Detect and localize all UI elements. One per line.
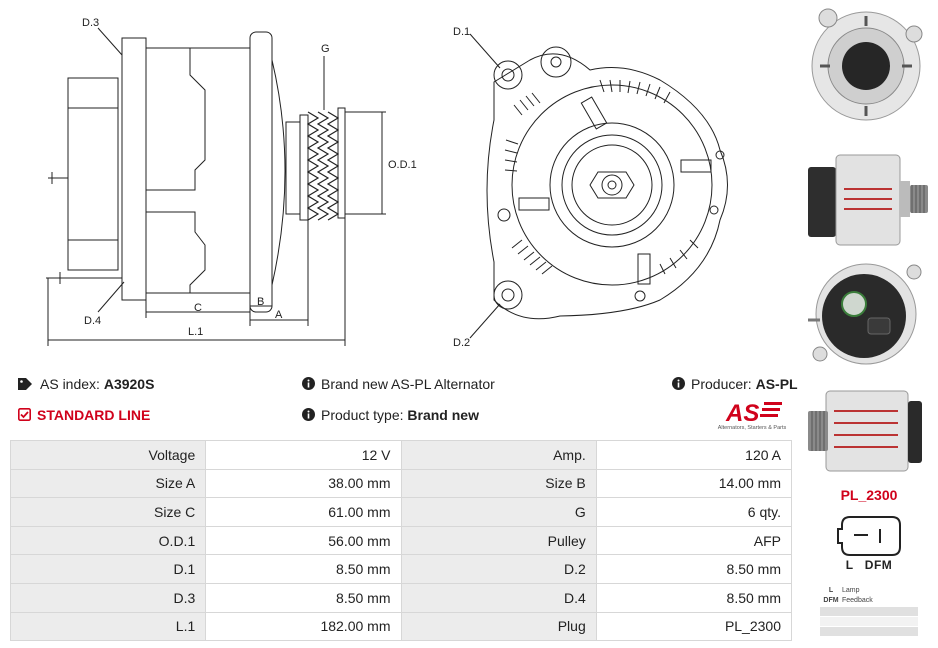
info-circle-icon xyxy=(302,377,315,393)
producer-label: Producer: xyxy=(691,376,752,392)
legend-row-empty xyxy=(820,627,918,637)
producer-value: AS-PL xyxy=(755,376,798,392)
tag-icon xyxy=(18,377,34,393)
description-text: Brand new AS-PL Alternator xyxy=(321,376,495,392)
spec-label: Voltage xyxy=(9,440,207,470)
spec-value: 8.50 mm xyxy=(205,554,402,584)
spec-value: PL_2300 xyxy=(595,611,793,642)
spec-label: O.D.1 xyxy=(9,525,207,556)
g-label: G xyxy=(321,43,330,55)
spec-label: D.4 xyxy=(400,582,597,613)
b-label: B xyxy=(257,296,264,308)
spec-value: 6 qty. xyxy=(595,497,793,527)
product-photo-rear xyxy=(811,8,923,121)
d4-label: D.4 xyxy=(84,315,101,327)
product-type-label: Product type: xyxy=(321,407,404,423)
spec-label: Size B xyxy=(400,468,597,499)
plug-code-title: PL_2300 xyxy=(840,487,898,503)
spec-label: Size C xyxy=(9,497,207,527)
product-photo-side xyxy=(808,154,928,246)
product-photo-pulley xyxy=(808,390,922,472)
producer-row: Producer: AS-PL xyxy=(672,376,798,393)
legend-row-empty xyxy=(820,617,918,627)
legend-row: DFM Feedback xyxy=(820,597,918,607)
spec-value: 14.00 mm xyxy=(595,468,793,499)
front-view xyxy=(469,33,728,339)
as-pl-logo: AS Alternators, Starters & Parts xyxy=(712,399,792,431)
info-circle-icon xyxy=(302,408,315,424)
as-index-value: A3920S xyxy=(103,376,155,392)
technical-drawing: D.3 D.4 G O.D.1 B C A L.1 D.1 D.2 xyxy=(46,17,728,349)
d1-label: D.1 xyxy=(453,26,470,38)
side-view xyxy=(46,27,386,346)
spec-value: 182.00 mm xyxy=(205,611,402,642)
spec-label: Size A xyxy=(9,468,207,499)
spec-label: Plug xyxy=(400,611,597,642)
product-photo-back xyxy=(808,263,922,365)
spec-value: 8.50 mm xyxy=(205,582,402,613)
as-index-row: AS index: A3920S xyxy=(18,376,154,393)
plug-pin-labels: L DFM xyxy=(845,558,893,572)
spec-label: Pulley xyxy=(400,525,597,556)
product-type-row: Product type: Brand new xyxy=(302,407,479,424)
d3-label: D.3 xyxy=(82,17,99,29)
check-square-icon xyxy=(18,408,31,424)
plug-connector-icon xyxy=(837,516,901,556)
spec-value: 56.00 mm xyxy=(205,525,402,556)
spec-label: G xyxy=(400,497,597,527)
info-circle-icon xyxy=(672,377,685,393)
c-label: C xyxy=(194,302,202,314)
spec-label: D.3 xyxy=(9,582,207,613)
spec-value: 38.00 mm xyxy=(205,468,402,499)
spec-value: 8.50 mm xyxy=(595,582,793,613)
as-index-label: AS index: xyxy=(40,376,100,392)
legend-row: L Lamp xyxy=(820,587,918,597)
spec-label: D.1 xyxy=(9,554,207,584)
standard-line-text: STANDARD LINE xyxy=(37,407,151,423)
spec-value: AFP xyxy=(595,525,793,556)
a-label: A xyxy=(275,309,283,321)
svg-text:Alternators, Starters & Parts: Alternators, Starters & Parts xyxy=(718,425,787,431)
plug-pin-legend: L Lamp DFM Feedback xyxy=(820,587,918,637)
spec-label: D.2 xyxy=(400,554,597,584)
standard-line-badge: STANDARD LINE xyxy=(18,407,150,424)
d2-label: D.2 xyxy=(453,337,470,349)
spec-value: 120 A xyxy=(595,440,793,470)
description-row: Brand new AS-PL Alternator xyxy=(302,376,495,393)
spec-value: 12 V xyxy=(205,440,402,470)
spec-value: 8.50 mm xyxy=(595,554,793,584)
spec-label: Amp. xyxy=(400,440,597,470)
svg-text:AS: AS xyxy=(725,400,759,427)
legend-row-empty xyxy=(820,607,918,617)
product-type-value: Brand new xyxy=(407,407,479,423)
od1-label: O.D.1 xyxy=(388,159,417,171)
spec-label: L.1 xyxy=(9,611,207,642)
l1-label: L.1 xyxy=(188,326,203,338)
spec-value: 61.00 mm xyxy=(205,497,402,527)
